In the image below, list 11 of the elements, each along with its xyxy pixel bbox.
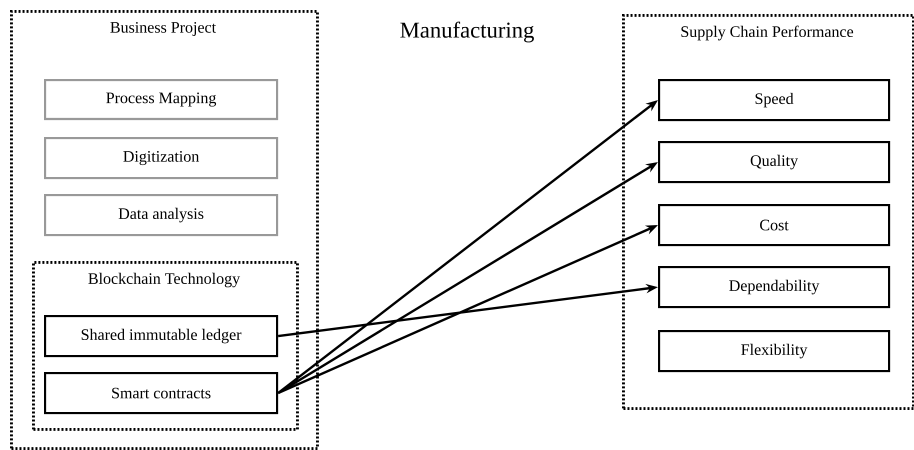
- box: Digitization: [44, 137, 278, 180]
- box: Process Mapping: [44, 79, 278, 120]
- box: Cost: [658, 204, 890, 246]
- box: Dependability: [658, 266, 890, 308]
- box: Flexibility: [658, 330, 890, 372]
- box: Speed: [658, 79, 890, 122]
- box: Shared immutable ledger: [44, 315, 278, 358]
- box: Quality: [658, 141, 890, 184]
- box: Smart contracts: [44, 372, 278, 414]
- box: Data analysis: [44, 194, 278, 236]
- title: Manufacturing: [400, 22, 534, 42]
